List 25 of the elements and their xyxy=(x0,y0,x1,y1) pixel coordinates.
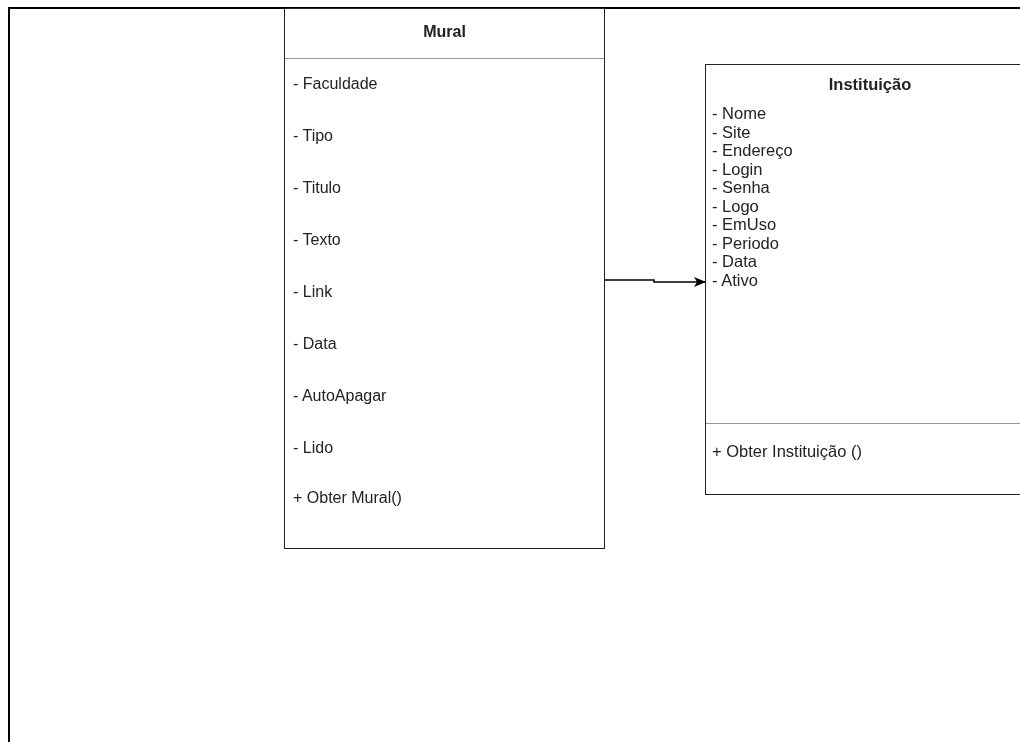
class-attribute: - Endereço xyxy=(712,141,793,160)
class-attribute: - Periodo xyxy=(712,233,779,252)
class-attribute: - Data xyxy=(293,335,337,353)
class-attribute: - Login xyxy=(712,159,763,178)
class-name: Instituição xyxy=(827,75,913,94)
class-attribute: - Titulo xyxy=(293,179,341,197)
class-attribute: - Logo xyxy=(712,196,759,215)
class-attribute: - Senha xyxy=(712,178,770,197)
class-attribute: - Nome xyxy=(712,104,767,123)
class-attribute: - Lido xyxy=(293,439,334,457)
class-method: + Obter Instituição () xyxy=(712,442,862,461)
class-attribute: - Data xyxy=(712,252,757,271)
class-attribute: - Link xyxy=(293,283,333,301)
association-arrow xyxy=(604,277,706,287)
class-attribute: - Tipo xyxy=(293,127,333,145)
class-attribute: - Texto xyxy=(293,231,341,249)
class-method: + Obter Mural() xyxy=(293,489,402,507)
class-box xyxy=(284,8,605,549)
class-attribute: - EmUso xyxy=(712,215,777,234)
class-attribute: - Faculdade xyxy=(293,75,378,93)
class-attribute: - Site xyxy=(712,122,751,141)
class-box xyxy=(705,64,1020,495)
class-name: Mural xyxy=(422,23,467,41)
class-attribute: - AutoApagar xyxy=(293,387,387,405)
class-attribute: - Ativo xyxy=(712,270,758,289)
